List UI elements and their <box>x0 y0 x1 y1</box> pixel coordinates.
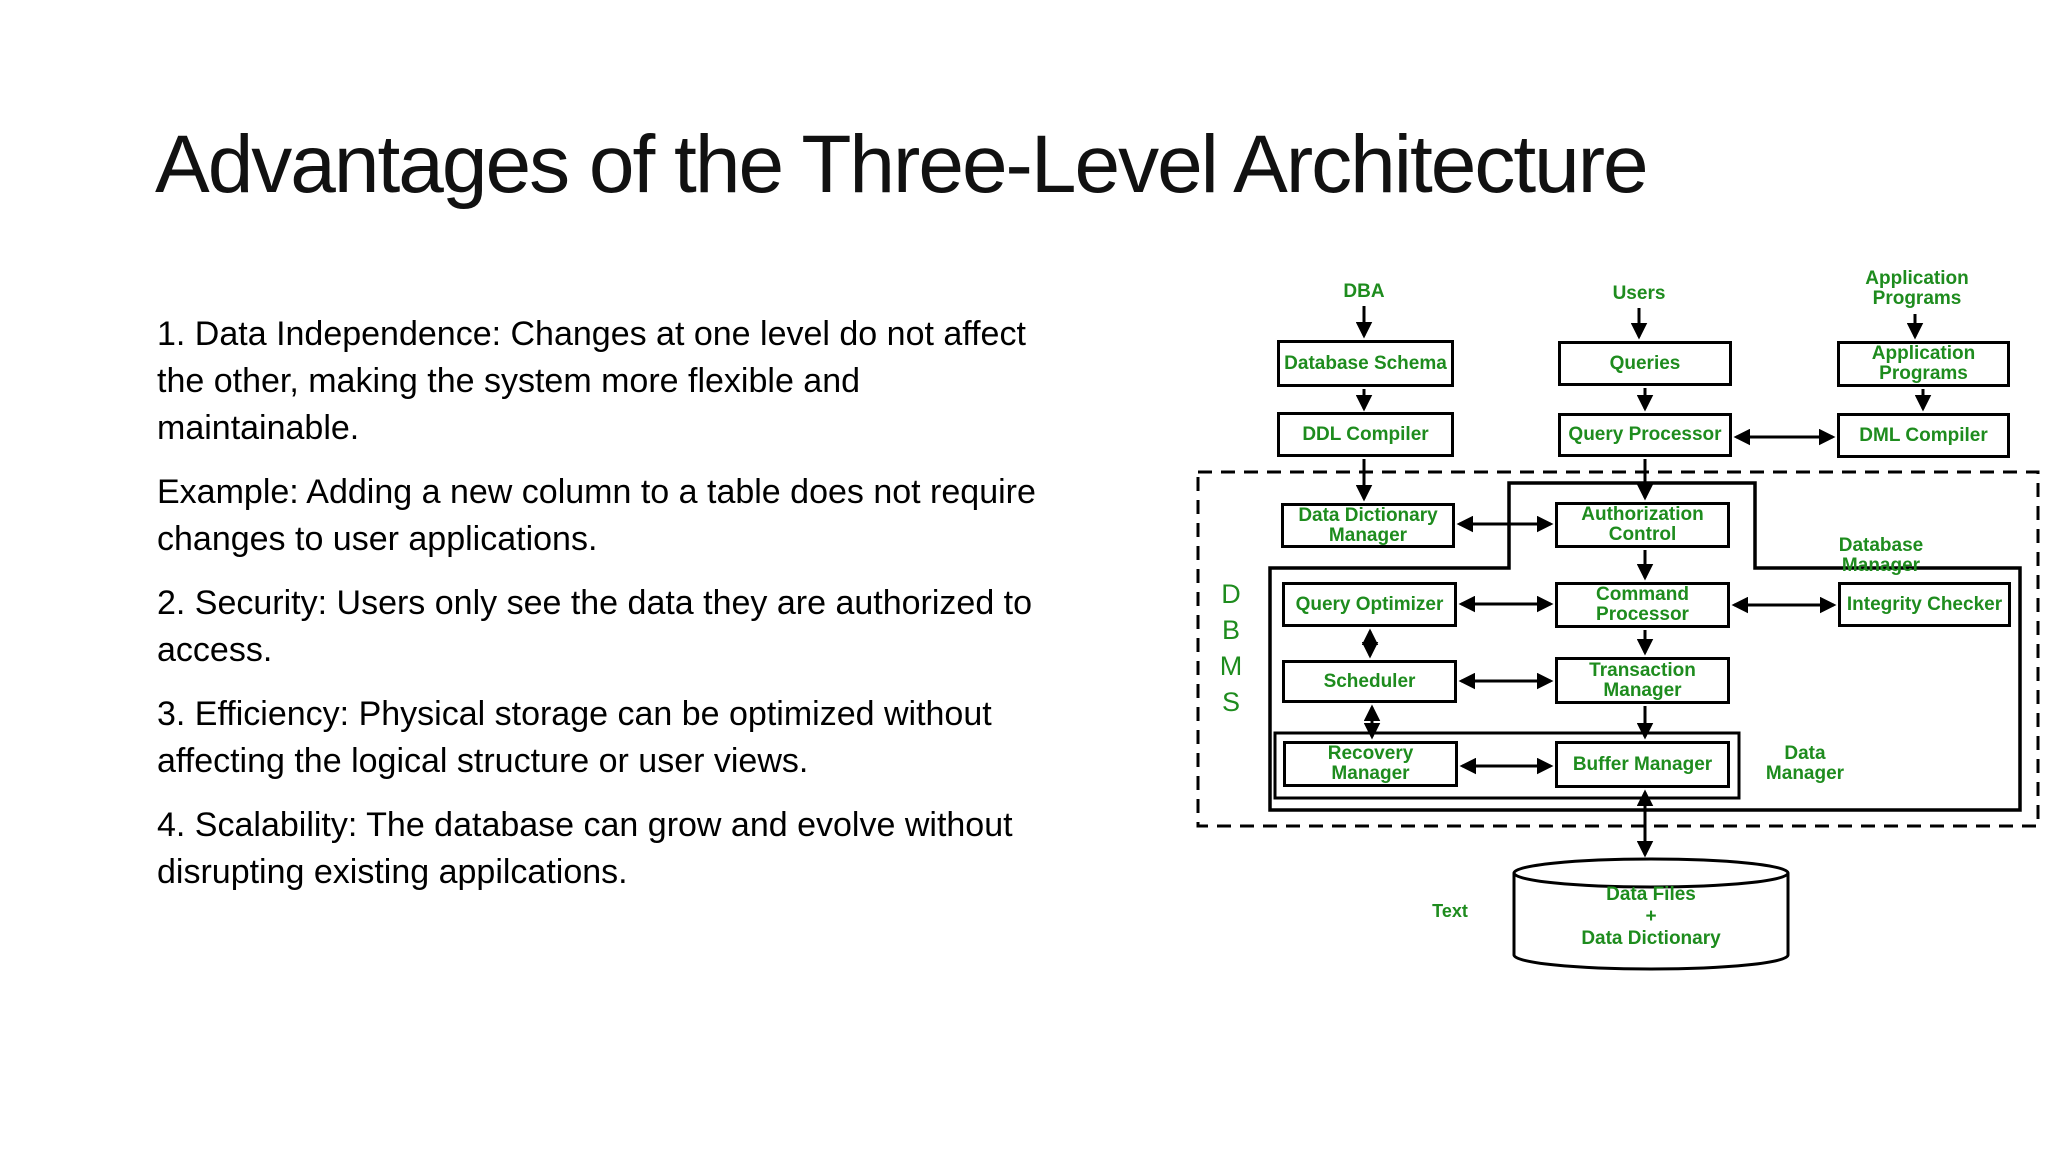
box-transaction-manager: Transaction Manager <box>1555 657 1730 704</box>
advantages-list: 1. Data Independence: Changes at one lev… <box>157 311 1297 913</box>
box-integrity-checker: Integrity Checker <box>1838 582 2011 627</box>
database-cylinder-top <box>1512 857 1790 889</box>
box-authorization-control: Authorization Control <box>1555 502 1730 548</box>
label-text: Text <box>1432 901 1468 921</box>
box-database-schema: Database Schema <box>1277 340 1454 387</box>
box-query-optimizer: Query Optimizer <box>1282 582 1457 627</box>
label-database-manager: Database Manager <box>1838 535 1924 576</box>
box-data-dictionary-manager: Data Dictionary Manager <box>1281 503 1455 548</box>
box-application-programs: Application Programs <box>1837 341 2010 387</box>
label-dba: DBA <box>1343 281 1385 302</box>
box-query-processor: Query Processor <box>1558 413 1732 457</box>
paragraph-example: Example: Adding a new column to a table … <box>157 473 1036 558</box>
label-users: Users <box>1612 283 1666 304</box>
dbms-dashed-box <box>1196 470 2040 828</box>
database-cylinder-body <box>1512 873 1790 971</box>
box-command-processor: Command Processor <box>1555 582 1730 628</box>
box-ddl-compiler: DDL Compiler <box>1277 412 1454 457</box>
paragraph-efficiency: 3. Efficiency: Physical storage can be o… <box>157 695 992 780</box>
box-buffer-manager: Buffer Manager <box>1555 741 1730 788</box>
label-data-files-dictionary: Data Files + Data Dictionary <box>1581 884 1721 949</box>
paragraph-data-independence: 1. Data Independence: Changes at one lev… <box>157 315 1026 447</box>
label-data-manager: Data Manager <box>1765 743 1845 784</box>
label-dbms-vertical: D B M S <box>1219 579 1243 717</box>
box-scheduler: Scheduler <box>1282 660 1457 703</box>
box-queries: Queries <box>1558 341 1732 386</box>
page-title: Advantages of the Three-Level Architectu… <box>155 119 1649 210</box>
box-recovery-manager: Recovery Manager <box>1283 741 1458 787</box>
label-application-programs: Application Programs <box>1865 268 1969 309</box>
paragraph-security: 2. Security: Users only see the data the… <box>157 584 1033 669</box>
data-manager-box <box>1273 731 1741 800</box>
database-manager-box <box>1268 481 2022 812</box>
paragraph-scalability: 4. Scalability: The database can grow an… <box>157 806 1013 891</box>
box-dml-compiler: DML Compiler <box>1837 413 2010 458</box>
